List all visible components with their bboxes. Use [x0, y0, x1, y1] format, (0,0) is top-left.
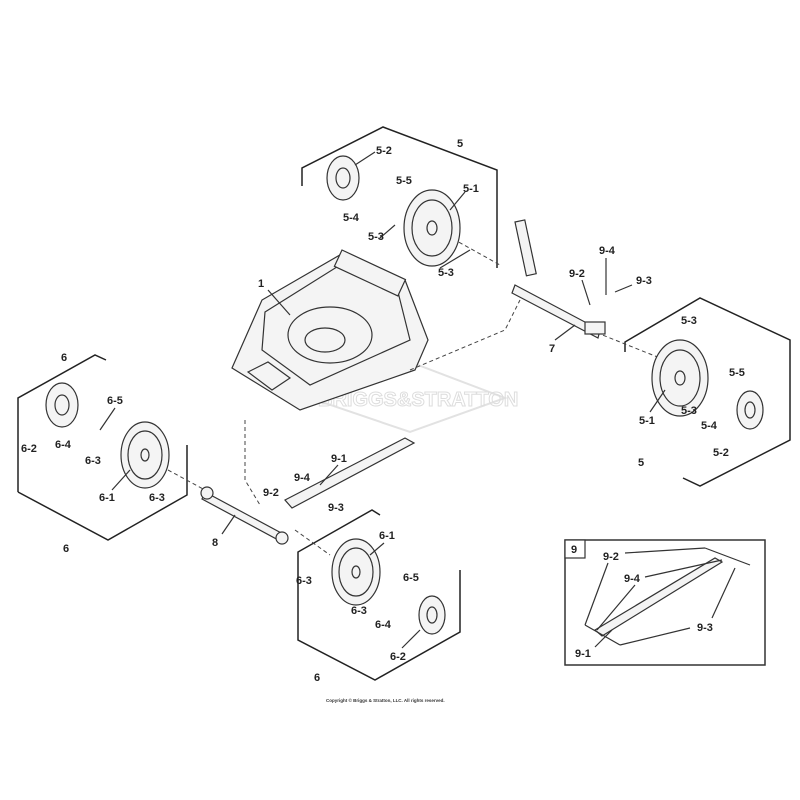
wheel-right	[651, 339, 709, 417]
label-9-3: 9-3	[636, 275, 652, 287]
label-5-4: 5-4	[701, 420, 718, 432]
inset-label-9: 9	[571, 544, 577, 556]
group-bracket-bottom	[297, 509, 461, 681]
label-8: 8	[212, 537, 218, 549]
label-9-1: 9-1	[331, 453, 347, 465]
label-6-4: 6-4	[55, 439, 72, 451]
label-5: 5	[638, 457, 644, 469]
label-6-3: 6-3	[296, 575, 312, 587]
label-5-5: 5-5	[729, 367, 745, 379]
copyright-text: Copyright © Briggs & Stratton, LLC. All …	[326, 697, 445, 703]
label-6-3: 6-3	[149, 492, 165, 504]
inset-detail-9	[564, 539, 766, 666]
label-6: 6	[314, 672, 320, 684]
label-6-3: 6-3	[351, 605, 367, 617]
label-6: 6	[61, 352, 67, 364]
wheel-right-hubcap	[736, 390, 764, 430]
wheel-left-hubcap	[45, 382, 79, 428]
label-7: 7	[549, 343, 555, 355]
rear-axle-assembly	[511, 219, 606, 339]
wheel-left	[120, 421, 170, 489]
group-bracket-right	[624, 297, 791, 487]
label-5: 5	[457, 138, 463, 150]
label-9-1: 9-1	[575, 648, 591, 660]
label-5-2: 5-2	[713, 447, 729, 459]
label-5-2: 5-2	[376, 145, 392, 157]
front-axle-assembly	[200, 486, 289, 545]
label-5-3: 5-3	[681, 405, 697, 417]
label-5-1: 5-1	[639, 415, 655, 427]
label-6-5: 6-5	[107, 395, 123, 407]
group-bracket-left-top	[17, 354, 107, 492]
mower-deck	[231, 249, 429, 411]
label-6-3: 6-3	[85, 455, 101, 467]
label-6-1: 6-1	[99, 492, 115, 504]
label-6: 6	[63, 543, 69, 555]
svg-text:BRIGGS&STRATTON: BRIGGS&STRATTON	[318, 389, 518, 411]
label-5-1: 5-1	[463, 183, 479, 195]
label-9-2: 9-2	[569, 268, 585, 280]
label-1: 1	[258, 278, 264, 290]
label-5-5: 5-5	[396, 175, 412, 187]
label-5-4: 5-4	[343, 212, 360, 224]
wheel-bottom-hubcap	[418, 595, 446, 635]
label-9-2: 9-2	[603, 551, 619, 563]
wheel-top-hubcap	[326, 155, 360, 201]
label-5-3: 5-3	[681, 315, 697, 327]
label-6-1: 6-1	[379, 530, 395, 542]
label-5-3: 5-3	[368, 231, 384, 243]
height-adjust-lever	[284, 437, 416, 509]
label-6-2: 6-2	[21, 443, 37, 455]
label-6-4: 6-4	[375, 619, 392, 631]
label-9-4: 9-4	[624, 573, 641, 585]
group-bracket-top	[301, 126, 498, 268]
label-9-4: 9-4	[599, 245, 616, 257]
wheel-bottom	[331, 538, 381, 606]
label-6-2: 6-2	[390, 651, 406, 663]
label-9-3: 9-3	[697, 622, 713, 634]
label-5-3: 5-3	[438, 267, 454, 279]
label-6-5: 6-5	[403, 572, 419, 584]
wheel-top	[403, 189, 461, 267]
label-9-3: 9-3	[328, 502, 344, 514]
label-9-4: 9-4	[294, 472, 311, 484]
group-bracket-left-bottom	[17, 445, 188, 541]
label-9-2: 9-2	[263, 487, 279, 499]
